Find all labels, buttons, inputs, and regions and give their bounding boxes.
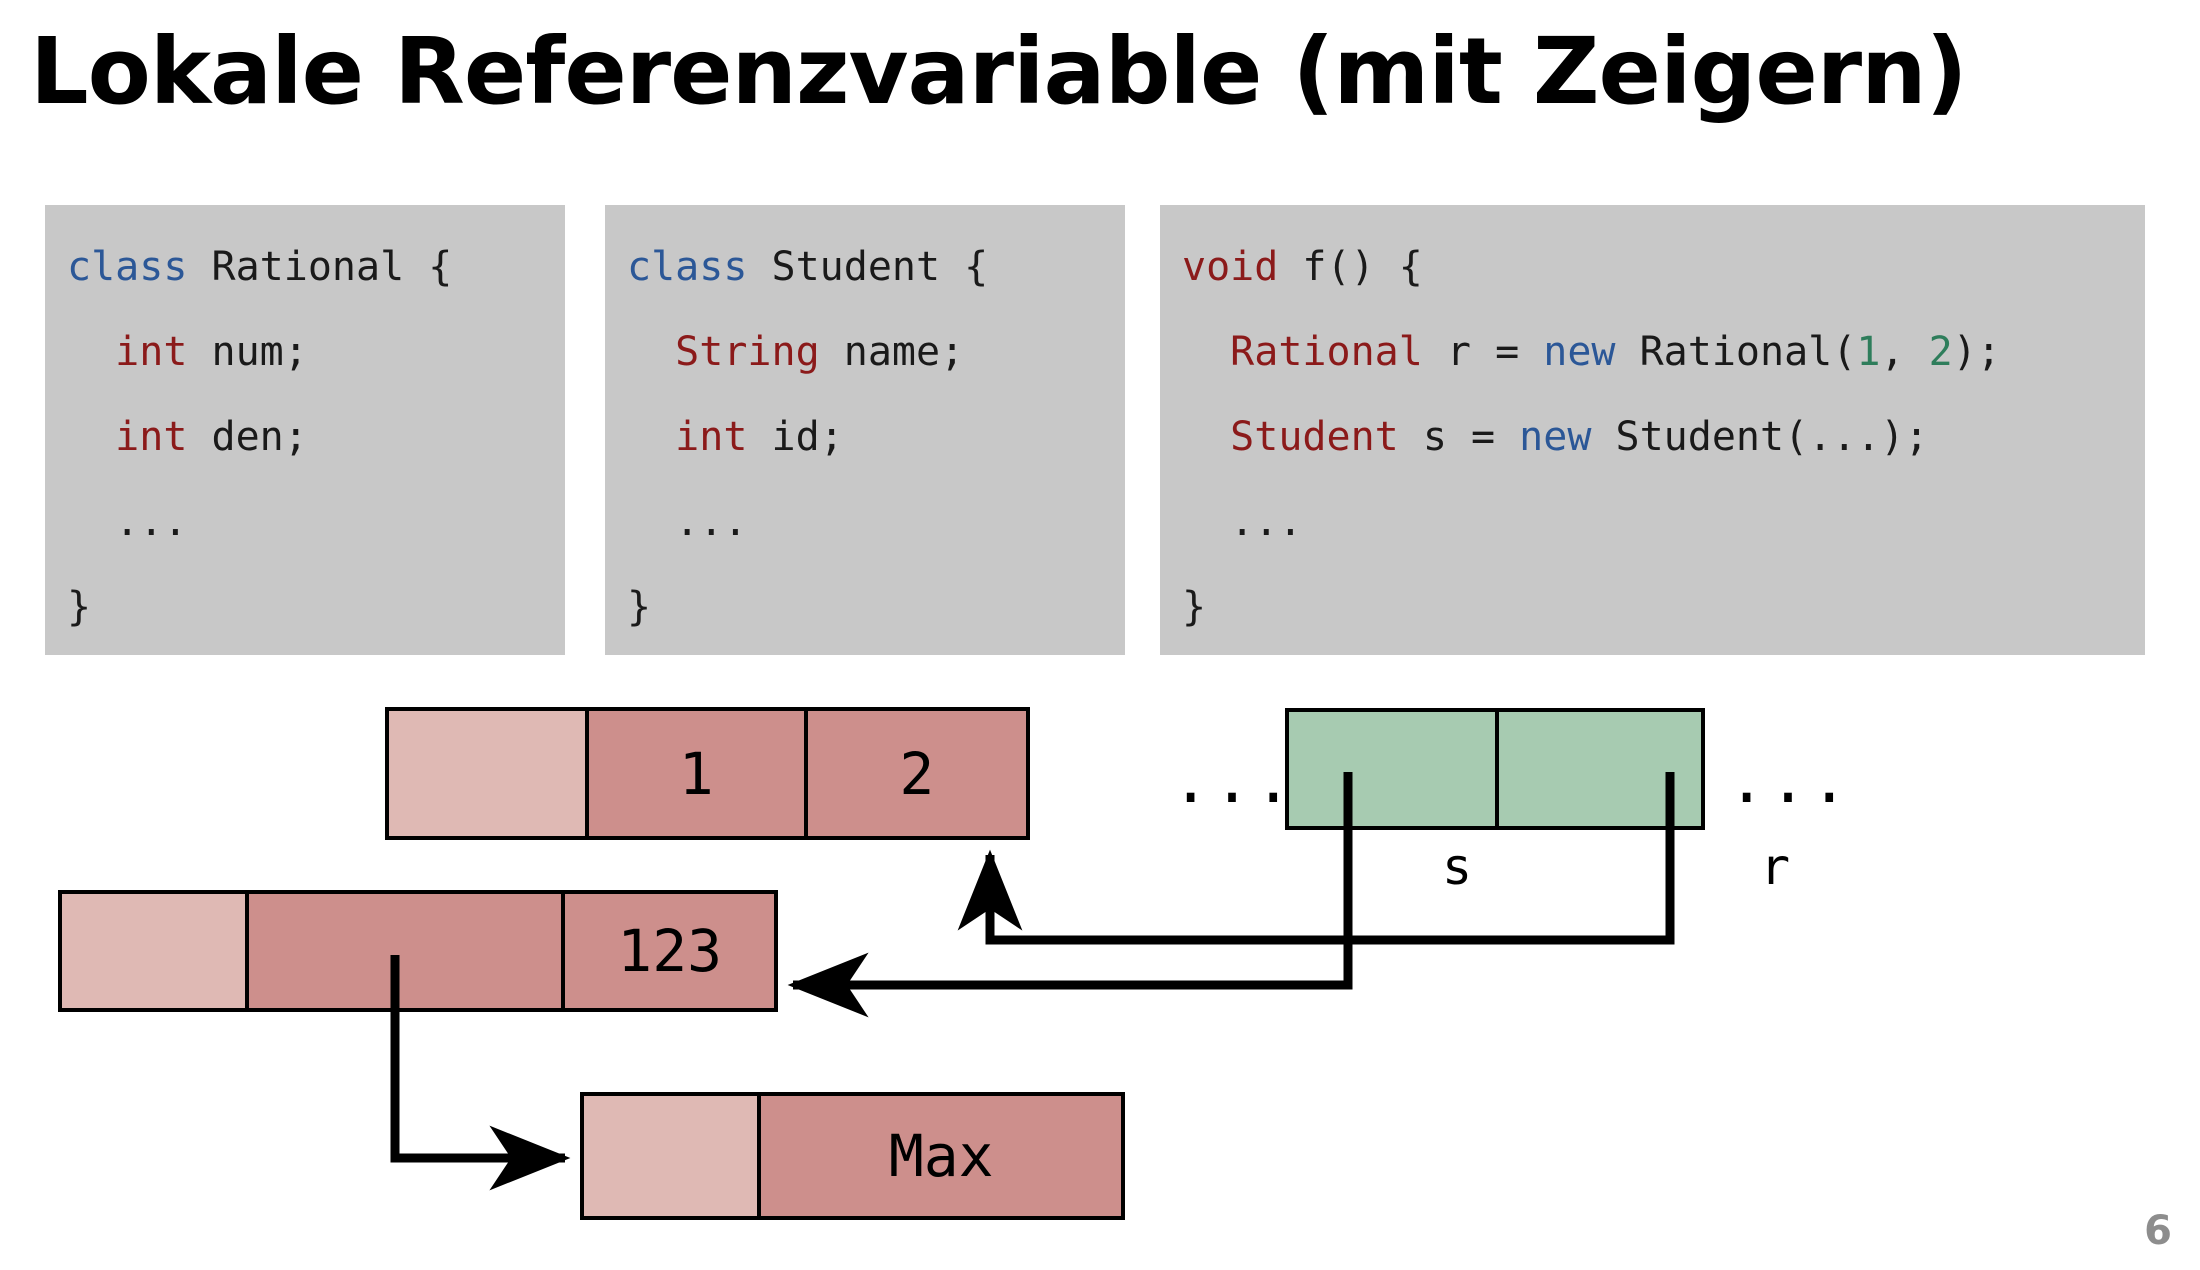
code-block-student: class Student { String name; int id; ...…	[605, 205, 1125, 655]
code-line: Rational r = new Rational(1, 2);	[1182, 310, 2123, 395]
code-token	[1182, 414, 1230, 460]
code-token: Rational	[1230, 329, 1423, 375]
stack-slot-r	[1494, 712, 1701, 826]
stack-frame	[1285, 708, 1705, 830]
code-token: }	[67, 584, 92, 630]
stack-variable-label-s: s	[1442, 838, 1473, 896]
stack-ellipsis-left: ...	[1172, 744, 1296, 817]
code-token	[67, 414, 115, 460]
code-token: den;	[187, 414, 308, 460]
code-token: ...	[627, 499, 748, 545]
code-line: ...	[67, 480, 543, 565]
code-token: ...	[1182, 499, 1303, 545]
code-line: String name;	[627, 310, 1103, 395]
code-line: ...	[627, 480, 1103, 565]
code-block-main: void f() { Rational r = new Rational(1, …	[1160, 205, 2145, 655]
string-object-header	[584, 1096, 758, 1216]
page-number: 6	[2144, 1208, 2172, 1254]
student-field-id: 123	[561, 894, 774, 1008]
code-line: ...	[1182, 480, 2123, 565]
code-token: Student	[1230, 414, 1399, 460]
code-token: }	[627, 584, 652, 630]
code-token: 1	[1856, 329, 1881, 375]
stack-variable-label-r: r	[1760, 838, 1791, 896]
code-token: 2	[1928, 329, 1953, 375]
rational-field-num: 1	[584, 711, 804, 836]
code-token: int	[675, 414, 748, 460]
code-token: s =	[1398, 414, 1520, 460]
string-value-cell: Max	[757, 1096, 1121, 1216]
rational-object: 1 2	[385, 707, 1030, 840]
code-token: num;	[187, 329, 308, 375]
stack-ellipsis-right: ...	[1728, 744, 1852, 817]
rational-object-header	[389, 711, 585, 836]
code-block-rational: class Rational { int num; int den; ...}	[45, 205, 565, 655]
stack-slot-s	[1289, 712, 1495, 826]
student-object: 123	[58, 890, 778, 1012]
code-token: new	[1543, 329, 1616, 375]
slide-title: Lokale Referenzvariable (mit Zeigern)	[30, 18, 1968, 125]
code-line: class Rational {	[67, 225, 543, 310]
rational-field-den: 2	[803, 711, 1026, 836]
code-line: }	[67, 565, 543, 650]
code-line: void f() {	[1182, 225, 2123, 310]
code-token: void	[1182, 244, 1279, 290]
code-line: class Student {	[627, 225, 1103, 310]
code-token: id;	[747, 414, 844, 460]
code-token: f() {	[1278, 244, 1423, 290]
code-line: int num;	[67, 310, 543, 395]
code-token: Rational {	[187, 244, 453, 290]
code-token: );	[1952, 329, 2001, 375]
code-token: r =	[1422, 329, 1544, 375]
code-line: int den;	[67, 395, 543, 480]
code-line: }	[627, 565, 1103, 650]
code-token: new	[1519, 414, 1592, 460]
code-token: class	[67, 244, 188, 290]
code-token	[1182, 329, 1230, 375]
code-token: class	[627, 244, 748, 290]
code-token: Student {	[747, 244, 989, 290]
code-token: Student(...);	[1591, 414, 1929, 460]
code-token: Rational(	[1615, 329, 1857, 375]
code-token: String	[675, 329, 820, 375]
code-token: }	[1182, 584, 1207, 630]
code-token: int	[115, 414, 188, 460]
code-line: Student s = new Student(...);	[1182, 395, 2123, 480]
code-token	[627, 329, 675, 375]
code-token	[627, 414, 675, 460]
code-token: ...	[67, 499, 188, 545]
code-token: name;	[819, 329, 965, 375]
string-object: Max	[580, 1092, 1125, 1220]
student-field-name	[244, 894, 562, 1008]
student-object-header	[62, 894, 245, 1008]
code-token	[67, 329, 115, 375]
code-line: int id;	[627, 395, 1103, 480]
code-token: int	[115, 329, 188, 375]
code-token: ,	[1880, 329, 1929, 375]
code-line: }	[1182, 565, 2123, 650]
